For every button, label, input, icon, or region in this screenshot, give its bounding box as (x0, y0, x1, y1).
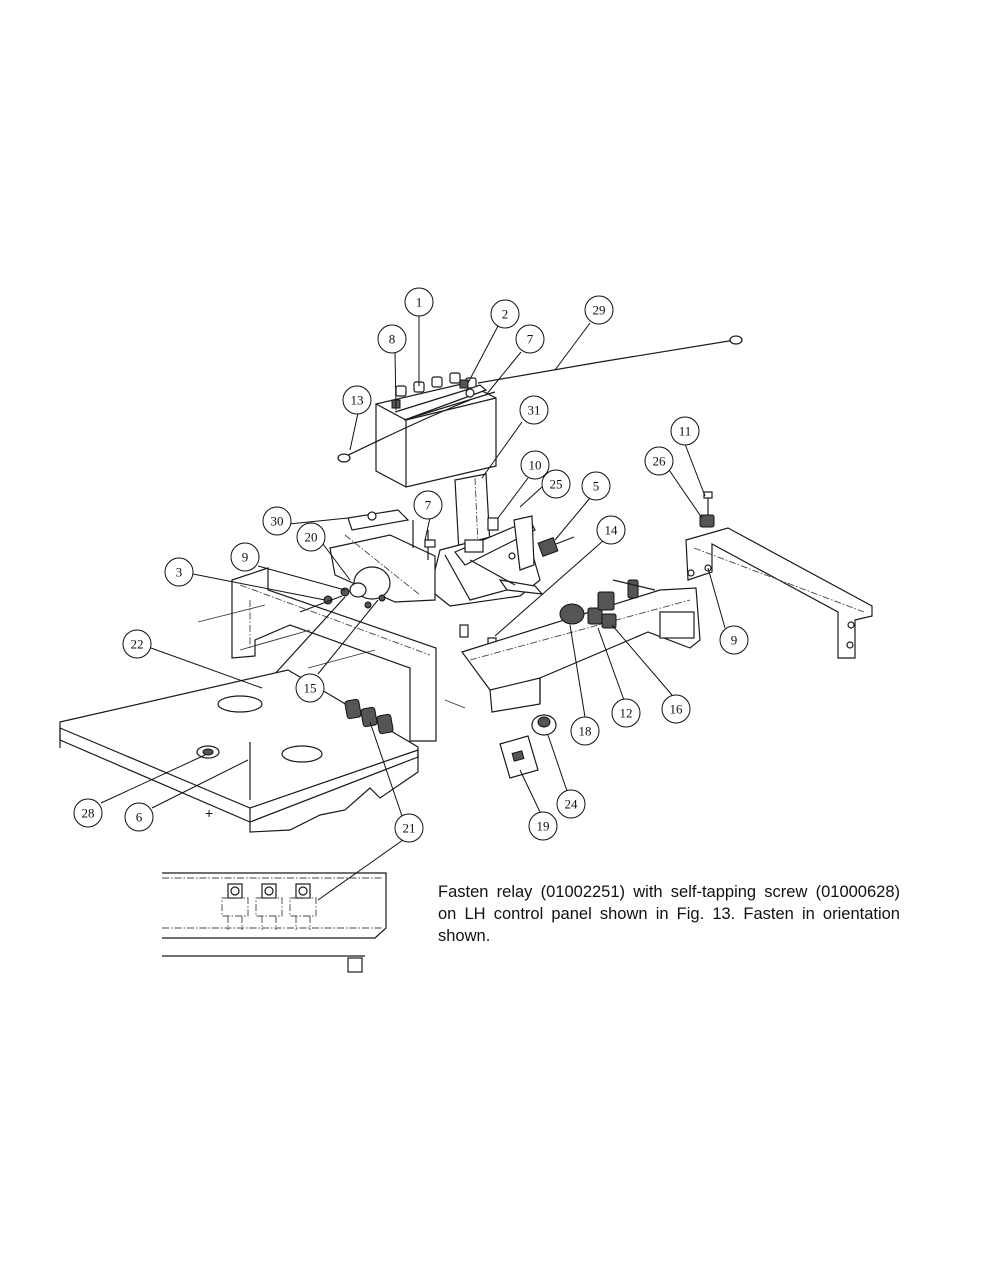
svg-text:11: 11 (679, 424, 692, 439)
callout: 7 (515, 324, 545, 354)
svg-text:2: 2 (502, 307, 509, 322)
switch-plate (499, 735, 539, 779)
ignition-relay (299, 566, 391, 613)
svg-text:14: 14 (605, 523, 619, 538)
callout: 5 (581, 471, 611, 501)
callout: 9 (230, 542, 260, 572)
callout: 31 (519, 395, 549, 425)
callout: 7 (413, 490, 443, 520)
callout: 24 (556, 789, 586, 819)
svg-text:30: 30 (271, 514, 284, 529)
battery-cable-positive (477, 339, 736, 384)
inset-relay-3 (289, 883, 317, 930)
svg-text:1: 1 (416, 295, 423, 310)
svg-text:21: 21 (403, 821, 416, 836)
svg-text:6: 6 (136, 810, 143, 825)
hour-meter (531, 714, 557, 736)
callout: 30 (262, 506, 292, 536)
svg-text:3: 3 (176, 565, 183, 580)
floor-plate: + (59, 669, 419, 833)
svg-text:24: 24 (565, 797, 579, 812)
callout: 13 (342, 385, 372, 415)
svg-text:31: 31 (528, 403, 541, 418)
callout: 21 (394, 813, 424, 843)
callout: 29 (584, 295, 614, 325)
assembly-note: Fasten relay (01002251) with self-tappin… (438, 883, 900, 945)
svg-text:5: 5 (593, 479, 600, 494)
svg-text:7: 7 (527, 332, 534, 347)
svg-text:13: 13 (351, 393, 364, 408)
callout: 3 (164, 557, 194, 587)
callout: 8 (377, 324, 407, 354)
svg-text:26: 26 (653, 454, 667, 469)
inset-lh-control-panel (162, 872, 387, 973)
callout: 19 (528, 811, 558, 841)
svg-text:22: 22 (131, 637, 144, 652)
callouts: 1 2 29 8 7 13 31 10 25 5 11 26 30 7 20 1… (73, 287, 749, 843)
inset-relay-2 (255, 883, 283, 930)
svg-text:12: 12 (620, 706, 633, 721)
callout: 22 (122, 629, 152, 659)
svg-text:16: 16 (670, 702, 684, 717)
leader-lines (100, 316, 726, 901)
callout: 16 (661, 694, 691, 724)
relay-group (344, 698, 394, 735)
callout: 25 (541, 469, 571, 499)
svg-text:28: 28 (82, 806, 95, 821)
svg-text:9: 9 (731, 633, 738, 648)
svg-text:19: 19 (537, 819, 550, 834)
svg-text:29: 29 (593, 303, 606, 318)
svg-text:25: 25 (550, 477, 563, 492)
svg-text:7: 7 (425, 498, 432, 513)
svg-text:9: 9 (242, 550, 249, 565)
callout: 28 (73, 798, 103, 828)
callout: 12 (611, 698, 641, 728)
callout: 15 (295, 673, 325, 703)
battery-cable-negative (341, 399, 471, 459)
callout: 2 (490, 299, 520, 329)
callout: 1 (404, 287, 434, 317)
callout: 20 (296, 522, 326, 552)
panel-switches (559, 579, 639, 629)
cable-terminal (337, 453, 351, 463)
svg-text:18: 18 (579, 724, 592, 739)
svg-text:15: 15 (304, 681, 317, 696)
callout: 9 (719, 625, 749, 655)
svg-text:+: + (205, 805, 213, 821)
callout: 18 (570, 716, 600, 746)
callout: 14 (596, 515, 626, 545)
floor-grommet (196, 745, 220, 759)
callout: 6 (124, 802, 154, 832)
svg-text:20: 20 (305, 530, 318, 545)
svg-text:8: 8 (389, 332, 396, 347)
cable-terminal (729, 335, 743, 345)
switch-bracket (508, 515, 575, 571)
svg-text:10: 10 (529, 458, 542, 473)
rh-control-panel (461, 579, 701, 713)
right-rail (685, 491, 873, 659)
callout: 10 (520, 450, 550, 480)
callout: 26 (644, 446, 674, 476)
control-mount (329, 509, 436, 603)
battery-hold-down (394, 384, 496, 421)
inset-relay-1 (221, 883, 249, 930)
callout: 11 (670, 416, 700, 446)
